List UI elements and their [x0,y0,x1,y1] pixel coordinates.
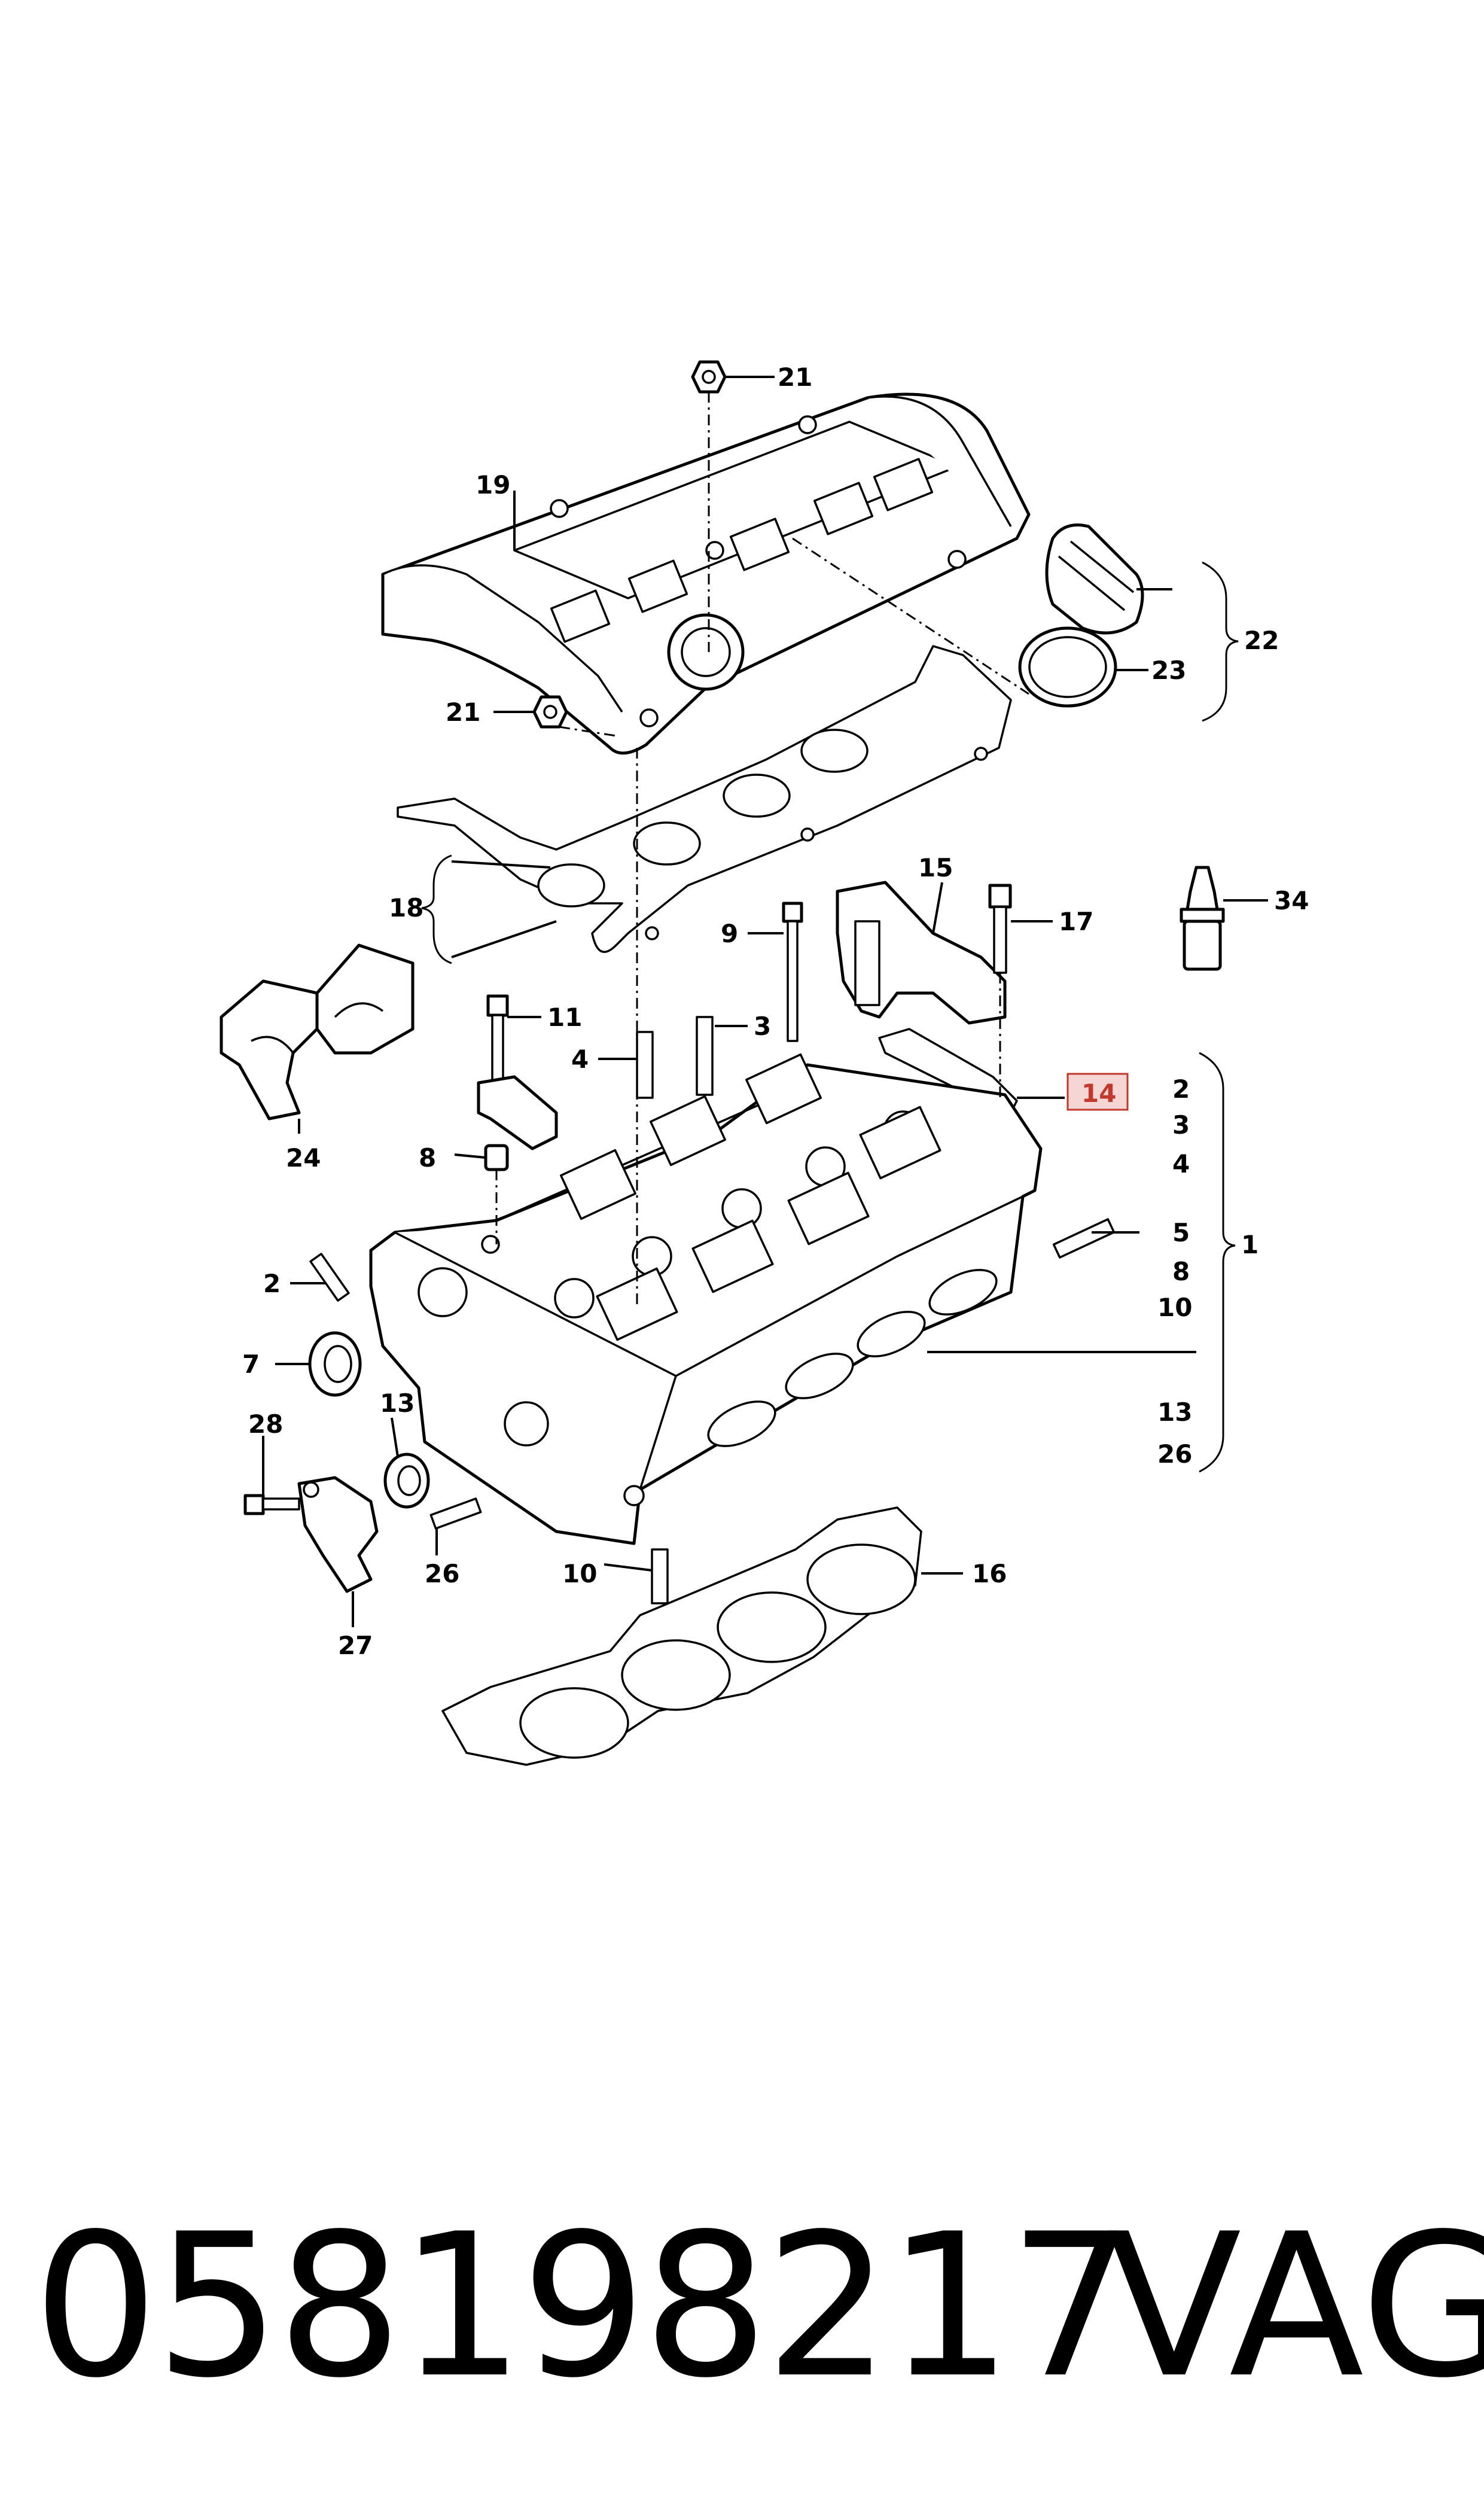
oil-seal-13[interactable] [383,1453,430,1509]
oil-seal-7[interactable] [308,1331,362,1397]
part-number: 058198217 [33,2191,1135,2421]
callout-22[interactable]: 22 [1244,626,1279,655]
callout-7[interactable]: 7 [242,1350,260,1379]
stud-4[interactable] [636,1031,654,1099]
callout-27[interactable]: 27 [338,1631,373,1660]
callout-34[interactable]: 34 [1274,886,1309,915]
callout-21-top[interactable]: 21 [778,363,812,392]
sensor-27[interactable] [297,1476,379,1593]
callout-1[interactable]: 1 [1241,1230,1258,1259]
callout-24[interactable]: 24 [286,1143,321,1173]
bolt-17[interactable] [988,884,1012,974]
callout-3[interactable]: 3 [754,1012,771,1041]
bolt-9[interactable] [782,902,803,1042]
oil-cap-seal[interactable] [1018,626,1117,708]
stud-26[interactable] [429,1497,482,1530]
group-item[interactable]: 3 [1172,1110,1190,1140]
callout-2[interactable]: 2 [263,1269,281,1298]
valve-cover-gasket[interactable] [397,645,1012,953]
callout-23[interactable]: 23 [1151,656,1186,685]
bolt-11[interactable] [486,994,509,1082]
callout-14-box[interactable]: 14 [1066,1073,1129,1111]
nut-21-top[interactable] [691,360,727,394]
sleeve-8[interactable] [484,1144,509,1171]
leader-lines [262,376,1268,1627]
callout-9[interactable]: 9 [721,919,738,948]
group-item[interactable]: 26 [1157,1439,1192,1469]
stud-5[interactable] [1052,1218,1116,1259]
callout-11[interactable]: 11 [547,1003,582,1032]
callout-19[interactable]: 19 [476,470,510,500]
group-item[interactable]: 4 [1172,1149,1190,1179]
oil-filler-cap[interactable] [1045,523,1144,635]
callout-13[interactable]: 13 [380,1389,415,1418]
callouts: 21 19 22 23 21 18 15 17 34 9 11 3 4 14 2… [242,363,1309,1660]
callout-16[interactable]: 16 [972,1559,1007,1588]
callout-10[interactable]: 10 [562,1559,597,1588]
cylinder-head[interactable] [369,1053,1043,1545]
group-item[interactable]: 13 [1157,1397,1192,1427]
group-item[interactable]: 8 [1172,1257,1190,1286]
chain-tensioner[interactable] [836,881,1007,1025]
callout-26[interactable]: 26 [425,1559,459,1588]
group-item[interactable]: 5 [1172,1218,1190,1247]
callout-18[interactable]: 18 [389,893,423,922]
callout-8[interactable]: 8 [419,1143,436,1173]
parts-diagram: 21 19 22 23 21 18 15 17 34 9 11 3 4 14 2… [220,360,1309,1766]
valve-cover[interactable] [381,392,1031,755]
stud-3[interactable] [696,1016,714,1096]
bearing-cap-24[interactable] [220,943,415,1121]
callout-4[interactable]: 4 [571,1045,589,1074]
callout-28[interactable]: 28 [248,1409,283,1439]
callout-21-mid[interactable]: 21 [446,698,480,727]
callout-17[interactable]: 17 [1059,907,1093,936]
nut-21-mid[interactable] [532,695,568,729]
stud-10[interactable] [651,1548,669,1604]
bolt-28[interactable] [243,1494,300,1515]
stud-2[interactable] [309,1253,350,1302]
callout-15[interactable]: 15 [918,853,953,882]
sealant-tube[interactable] [1180,866,1225,971]
bearing-cap-11[interactable] [477,1075,558,1150]
group-item[interactable]: 10 [1157,1293,1192,1322]
callout-14[interactable]: 14 [1081,1079,1116,1108]
group-item[interactable]: 2 [1172,1074,1190,1104]
head-gasket[interactable] [441,1506,922,1766]
brand-name: VAG [1107,2191,1484,2421]
